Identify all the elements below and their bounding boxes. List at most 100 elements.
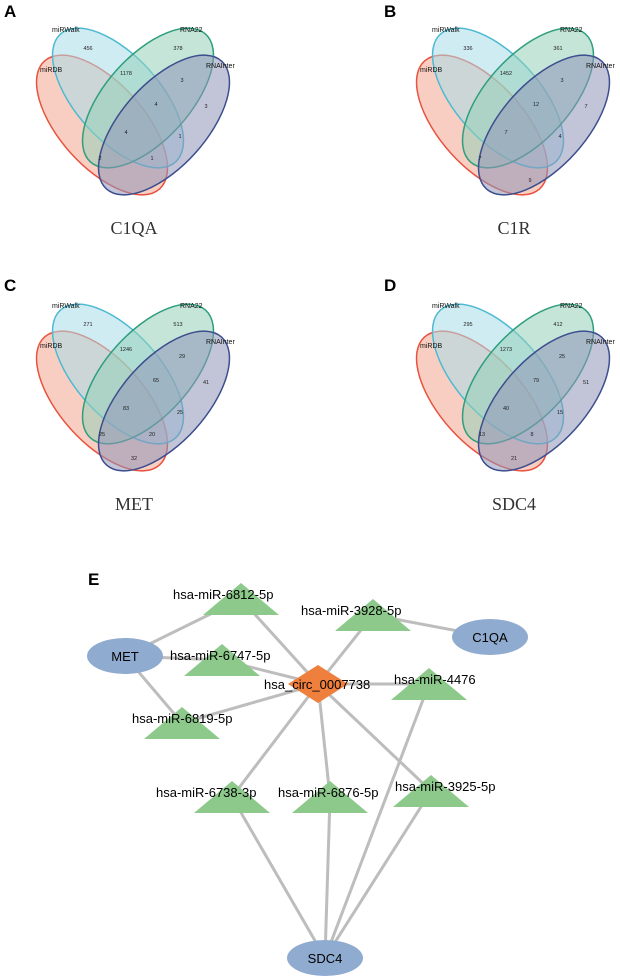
venn-set-rnainter	[477, 330, 611, 472]
network-edges	[123, 597, 491, 959]
venn-count-inter-only: 41	[203, 380, 209, 386]
network-edge	[181, 682, 319, 725]
venn-set-label-mirwalk: miRWalk	[432, 303, 460, 310]
network-edge	[123, 655, 184, 724]
venn-count-walk-inter: 15	[557, 410, 563, 416]
venn-count-db-r22-inter: 8	[530, 432, 533, 438]
venn-count-db-walk-inter: 2	[98, 156, 101, 162]
venn-count-walk-inter: 4	[558, 134, 561, 140]
venn-gene-title: C1QA	[110, 218, 157, 238]
venn-count-walk-r22-inter: 65	[153, 378, 159, 384]
network-edge	[230, 683, 320, 798]
venn-count-all: 40	[503, 406, 509, 412]
network-edge	[323, 790, 433, 959]
mirna-node-hsa-mir-6819-5p	[144, 707, 220, 739]
venn-count-db-walk-inter: 25	[99, 432, 105, 438]
mirna-node-hsa-mir-3925-5p	[393, 775, 469, 807]
venn-count-walk-inter: 25	[177, 410, 183, 416]
venn-set-label-rna22: RNA22	[560, 303, 583, 310]
venn-set-label-rnainter: RNAInter	[206, 63, 235, 70]
panel-letter-b: B	[384, 2, 397, 21]
venn-count-r22-only: 412	[553, 322, 562, 328]
network-edge	[323, 683, 431, 959]
gene-label-c1qa: C1QA	[472, 630, 508, 645]
venn-count-inter-only: 3	[204, 104, 207, 110]
venn-set-label-rnainter: RNAInter	[206, 339, 235, 346]
venn-count-db-walk-inter: 7	[478, 156, 481, 162]
venn-count-r22-inter: 25	[559, 354, 565, 360]
venn-count-db-r22-inter: 20	[149, 432, 155, 438]
network-edge	[316, 683, 332, 798]
venn-gene-title: SDC4	[492, 494, 536, 514]
venn-count-r22-inter: 3	[180, 78, 183, 84]
venn-count-r22-inter: 3	[560, 78, 563, 84]
venn-set-label-rnainter: RNAInter	[586, 63, 615, 70]
venn-count-walk-only: 456	[83, 46, 92, 52]
network-edge	[230, 796, 327, 959]
venn-count-all: 7	[504, 130, 507, 136]
panel-letter-a: A	[4, 2, 17, 21]
network-edge	[124, 597, 242, 658]
gene-node-sdc4	[287, 940, 363, 976]
gene-node-c1qa	[452, 619, 528, 655]
venn-set-label-mirdb: miRDB	[420, 67, 442, 74]
venn-gene-title: MET	[115, 494, 153, 514]
venn-count-r22-inter: 29	[179, 354, 185, 360]
venn-count-r22-only: 513	[173, 322, 182, 328]
gene-label-met: MET	[111, 649, 139, 664]
gene-label-sdc4: SDC4	[308, 951, 343, 966]
venn-set-rnainter	[97, 330, 231, 472]
venn-count-inter-only: 7	[584, 104, 587, 110]
network-edge	[239, 597, 320, 686]
venn-count-walk-r22-inter: 12	[533, 102, 539, 108]
circrna-node	[288, 665, 348, 703]
venn-count-walk-r22: 1246	[120, 347, 132, 353]
venn-set-rnainter	[97, 54, 231, 196]
venn-set-label-mirwalk: miRWalk	[432, 27, 460, 34]
venn-count-walk-r22: 1273	[500, 347, 512, 353]
panel-letter-d: D	[384, 276, 397, 295]
venn-count-walk-inter: 1	[178, 134, 181, 140]
panel-letter-e: E	[88, 570, 100, 589]
network-edge	[316, 614, 375, 685]
mirna-label-hsa-mir-6876-5p: hsa-miR-6876-5p	[278, 785, 378, 800]
venn-count-r22-only: 378	[173, 46, 182, 52]
mirna-node-hsa-mir-3928-5p	[335, 599, 411, 631]
mirna-label-hsa-mir-6812-5p: hsa-miR-6812-5p	[173, 587, 273, 602]
venn-count-walk-r22-inter: 4	[154, 102, 157, 108]
network-edge	[221, 658, 319, 686]
network-edge	[372, 613, 491, 639]
venn-count-walk-only: 295	[463, 322, 472, 328]
mirna-label-hsa-mir-4476: hsa-miR-4476	[394, 672, 476, 687]
venn-set-label-rna22: RNA22	[560, 27, 583, 34]
venn-set-label-rnainter: RNAInter	[586, 339, 615, 346]
panel-letter-c: C	[4, 276, 17, 295]
venn-set-label-mirdb: miRDB	[40, 67, 62, 74]
mirna-label-hsa-mir-3928-5p: hsa-miR-3928-5p	[301, 603, 401, 618]
venn-count-r22-only: 361	[553, 46, 562, 52]
venn-count-db-inter: 1	[150, 156, 153, 162]
mirna-label-hsa-mir-6738-3p: hsa-miR-6738-3p	[156, 785, 256, 800]
network-edge	[316, 682, 433, 793]
mirna-node-hsa-mir-6738-3p	[194, 781, 270, 813]
venn-set-rnainter	[477, 54, 611, 196]
venn-count-walk-only: 271	[83, 322, 92, 328]
network-edge	[323, 796, 332, 959]
venn-gene-title: C1R	[497, 218, 530, 238]
venn-count-db-inter: 32	[131, 456, 137, 462]
mirna-node-hsa-mir-6747-5p	[184, 644, 260, 676]
venn-set-label-rna22: RNA22	[180, 303, 203, 310]
venn-set-label-mirdb: miRDB	[40, 343, 62, 350]
mirna-node-hsa-mir-4476	[391, 668, 467, 700]
network-edge	[124, 654, 223, 662]
venn-set-label-mirwalk: miRWalk	[52, 303, 80, 310]
venn-set-label-mirdb: miRDB	[420, 343, 442, 350]
venn-count-inter-only: 51	[583, 380, 589, 386]
venn-count-walk-only: 336	[463, 46, 472, 52]
venn-count-db-walk-inter: 13	[479, 432, 485, 438]
venn-count-walk-r22: 1452	[500, 71, 512, 77]
